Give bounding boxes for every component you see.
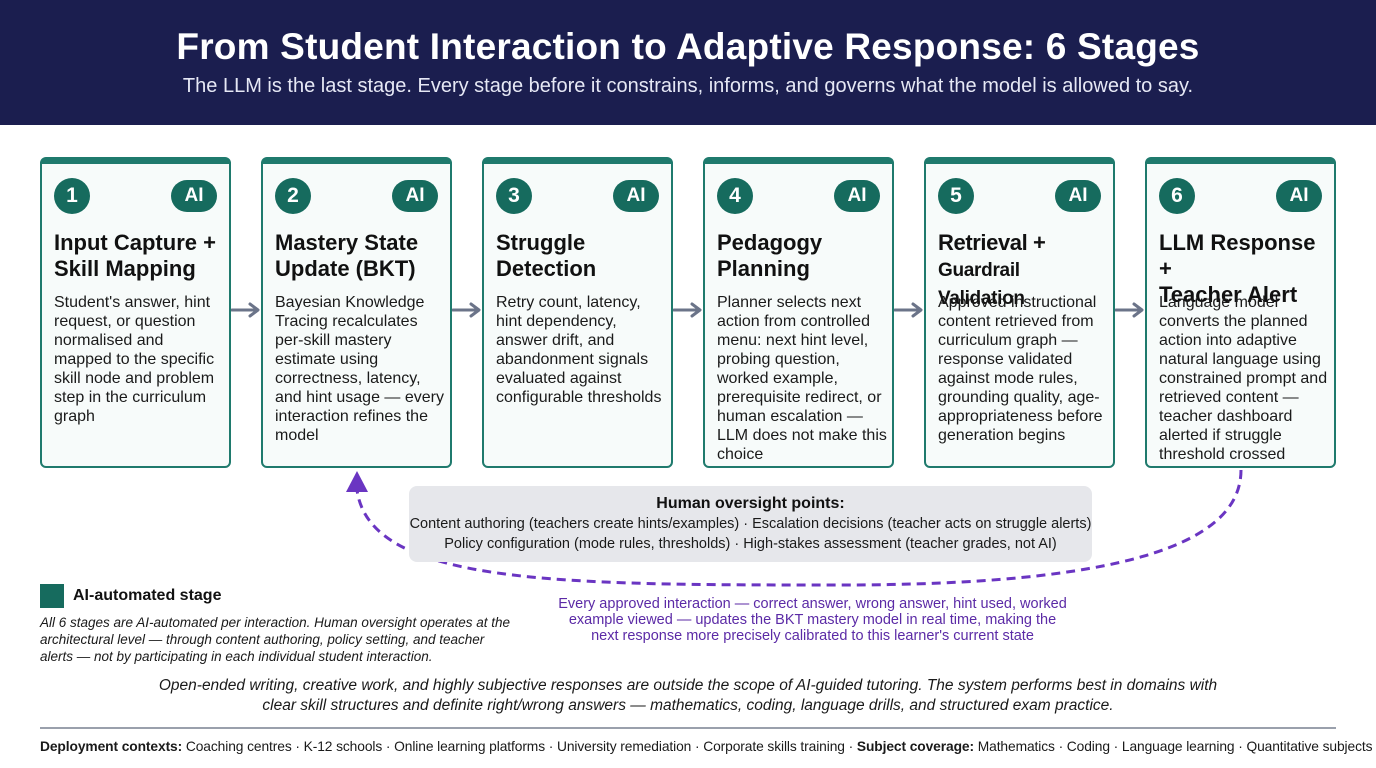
human-oversight-box: Human oversight points: Content authorin… xyxy=(409,486,1092,562)
legend-swatch xyxy=(40,584,64,608)
oversight-line: Content authoring (teachers create hints… xyxy=(409,516,1092,532)
page-subtitle: The LLM is the last stage. Every stage b… xyxy=(182,75,1194,97)
stage-title-line2: Guardrail Validation xyxy=(938,260,1025,309)
feedback-line: Every approved interaction — correct ans… xyxy=(558,596,1067,612)
stage-description: Bayesian Knowledge Tracing recalculates … xyxy=(275,294,444,444)
stage-number-badge: 4 xyxy=(717,178,753,214)
stage-title: Struggle Detection xyxy=(496,230,597,281)
arrow-right-icon xyxy=(231,302,260,318)
stage-description: Student's answer, hint request, or quest… xyxy=(54,294,215,425)
feedback-line: next response more precisely calibrated … xyxy=(591,628,1034,644)
scope-note: Open-ended writing, creative work, and h… xyxy=(150,676,1226,716)
stage-card-2: 2 AI Mastery State Update (BKT) Bayesian… xyxy=(261,157,452,468)
ai-badge: AI xyxy=(834,180,880,212)
scope-line: clear skill structures and definite righ… xyxy=(262,697,1114,714)
subject-label: Subject coverage: xyxy=(856,739,974,754)
stage-card-5: 5 AI Retrieval + Guardrail Validation App… xyxy=(924,157,1115,468)
stage-number-badge: 3 xyxy=(496,178,532,214)
ai-badge: AI xyxy=(1055,180,1101,212)
stage-title: LLM Response + Teacher Alert xyxy=(1159,230,1316,307)
stage-description: Approved instructional content retrieved… xyxy=(938,294,1103,444)
stage-number-badge: 1 xyxy=(54,178,90,214)
ai-badge: AI xyxy=(1276,180,1322,212)
stage-card-4: 4 AI Pedagogy Planning Planner selects n… xyxy=(703,157,894,468)
oversight-heading: Human oversight points: xyxy=(656,495,845,512)
stage-description: Planner selects next action from control… xyxy=(717,294,887,463)
scope-line: Open-ended writing, creative work, and h… xyxy=(158,677,1218,694)
stage-number-badge: 5 xyxy=(938,178,974,214)
stage-title-line1: Retrieval + xyxy=(938,230,1046,255)
stage-card-6: 6 AI LLM Response + Teacher Alert Langua… xyxy=(1145,157,1336,468)
header-banner: From Student Interaction to Adaptive Res… xyxy=(0,0,1376,125)
stage-title: Input Capture + Skill Mapping xyxy=(54,230,216,281)
page-title: From Student Interaction to Adaptive Res… xyxy=(176,26,1200,67)
arrow-right-icon xyxy=(452,302,481,318)
footer-divider xyxy=(40,727,1336,729)
ai-badge: AI xyxy=(392,180,438,212)
subject-values: Mathematics · Coding · Language learning… xyxy=(974,739,1373,754)
feedback-line: example viewed — updates the BKT mastery… xyxy=(568,612,1057,628)
stage-card-3: 3 AI Struggle Detection Retry count, lat… xyxy=(482,157,673,468)
deployment-values: Coaching centres · K-12 schools · Online… xyxy=(182,739,857,754)
oversight-line: Policy configuration (mode rules, thresh… xyxy=(444,536,1057,552)
stage-card-1: 1 AI Input Capture + Skill Mapping Stude… xyxy=(40,157,231,468)
legend-label: AI-automated stage xyxy=(73,587,222,604)
ai-badge: AI xyxy=(613,180,659,212)
footer: Deployment contexts: Coaching centres · … xyxy=(40,739,1373,754)
legend-note: All 6 stages are AI-automated per intera… xyxy=(40,615,511,664)
deployment-label: Deployment contexts: xyxy=(40,739,183,754)
stage-description: Language model converts the planned acti… xyxy=(1159,294,1328,463)
arrow-right-icon xyxy=(894,302,923,318)
stage-title: Mastery State Update (BKT) xyxy=(275,230,419,281)
feedback-loop-caption: Every approved interaction — correct ans… xyxy=(540,596,1085,644)
arrow-right-icon xyxy=(673,302,702,318)
stage-title: Retrieval + Guardrail Validation xyxy=(938,230,1107,312)
arrow-right-icon xyxy=(1115,302,1144,318)
ai-badge: AI xyxy=(171,180,217,212)
stage-number-badge: 2 xyxy=(275,178,311,214)
stage-title: Pedagogy Planning xyxy=(717,230,823,281)
feedback-arrowhead-icon xyxy=(346,471,368,492)
stage-description: Retry count, latency, hint dependency, a… xyxy=(496,294,662,406)
stage-number-badge: 6 xyxy=(1159,178,1195,214)
